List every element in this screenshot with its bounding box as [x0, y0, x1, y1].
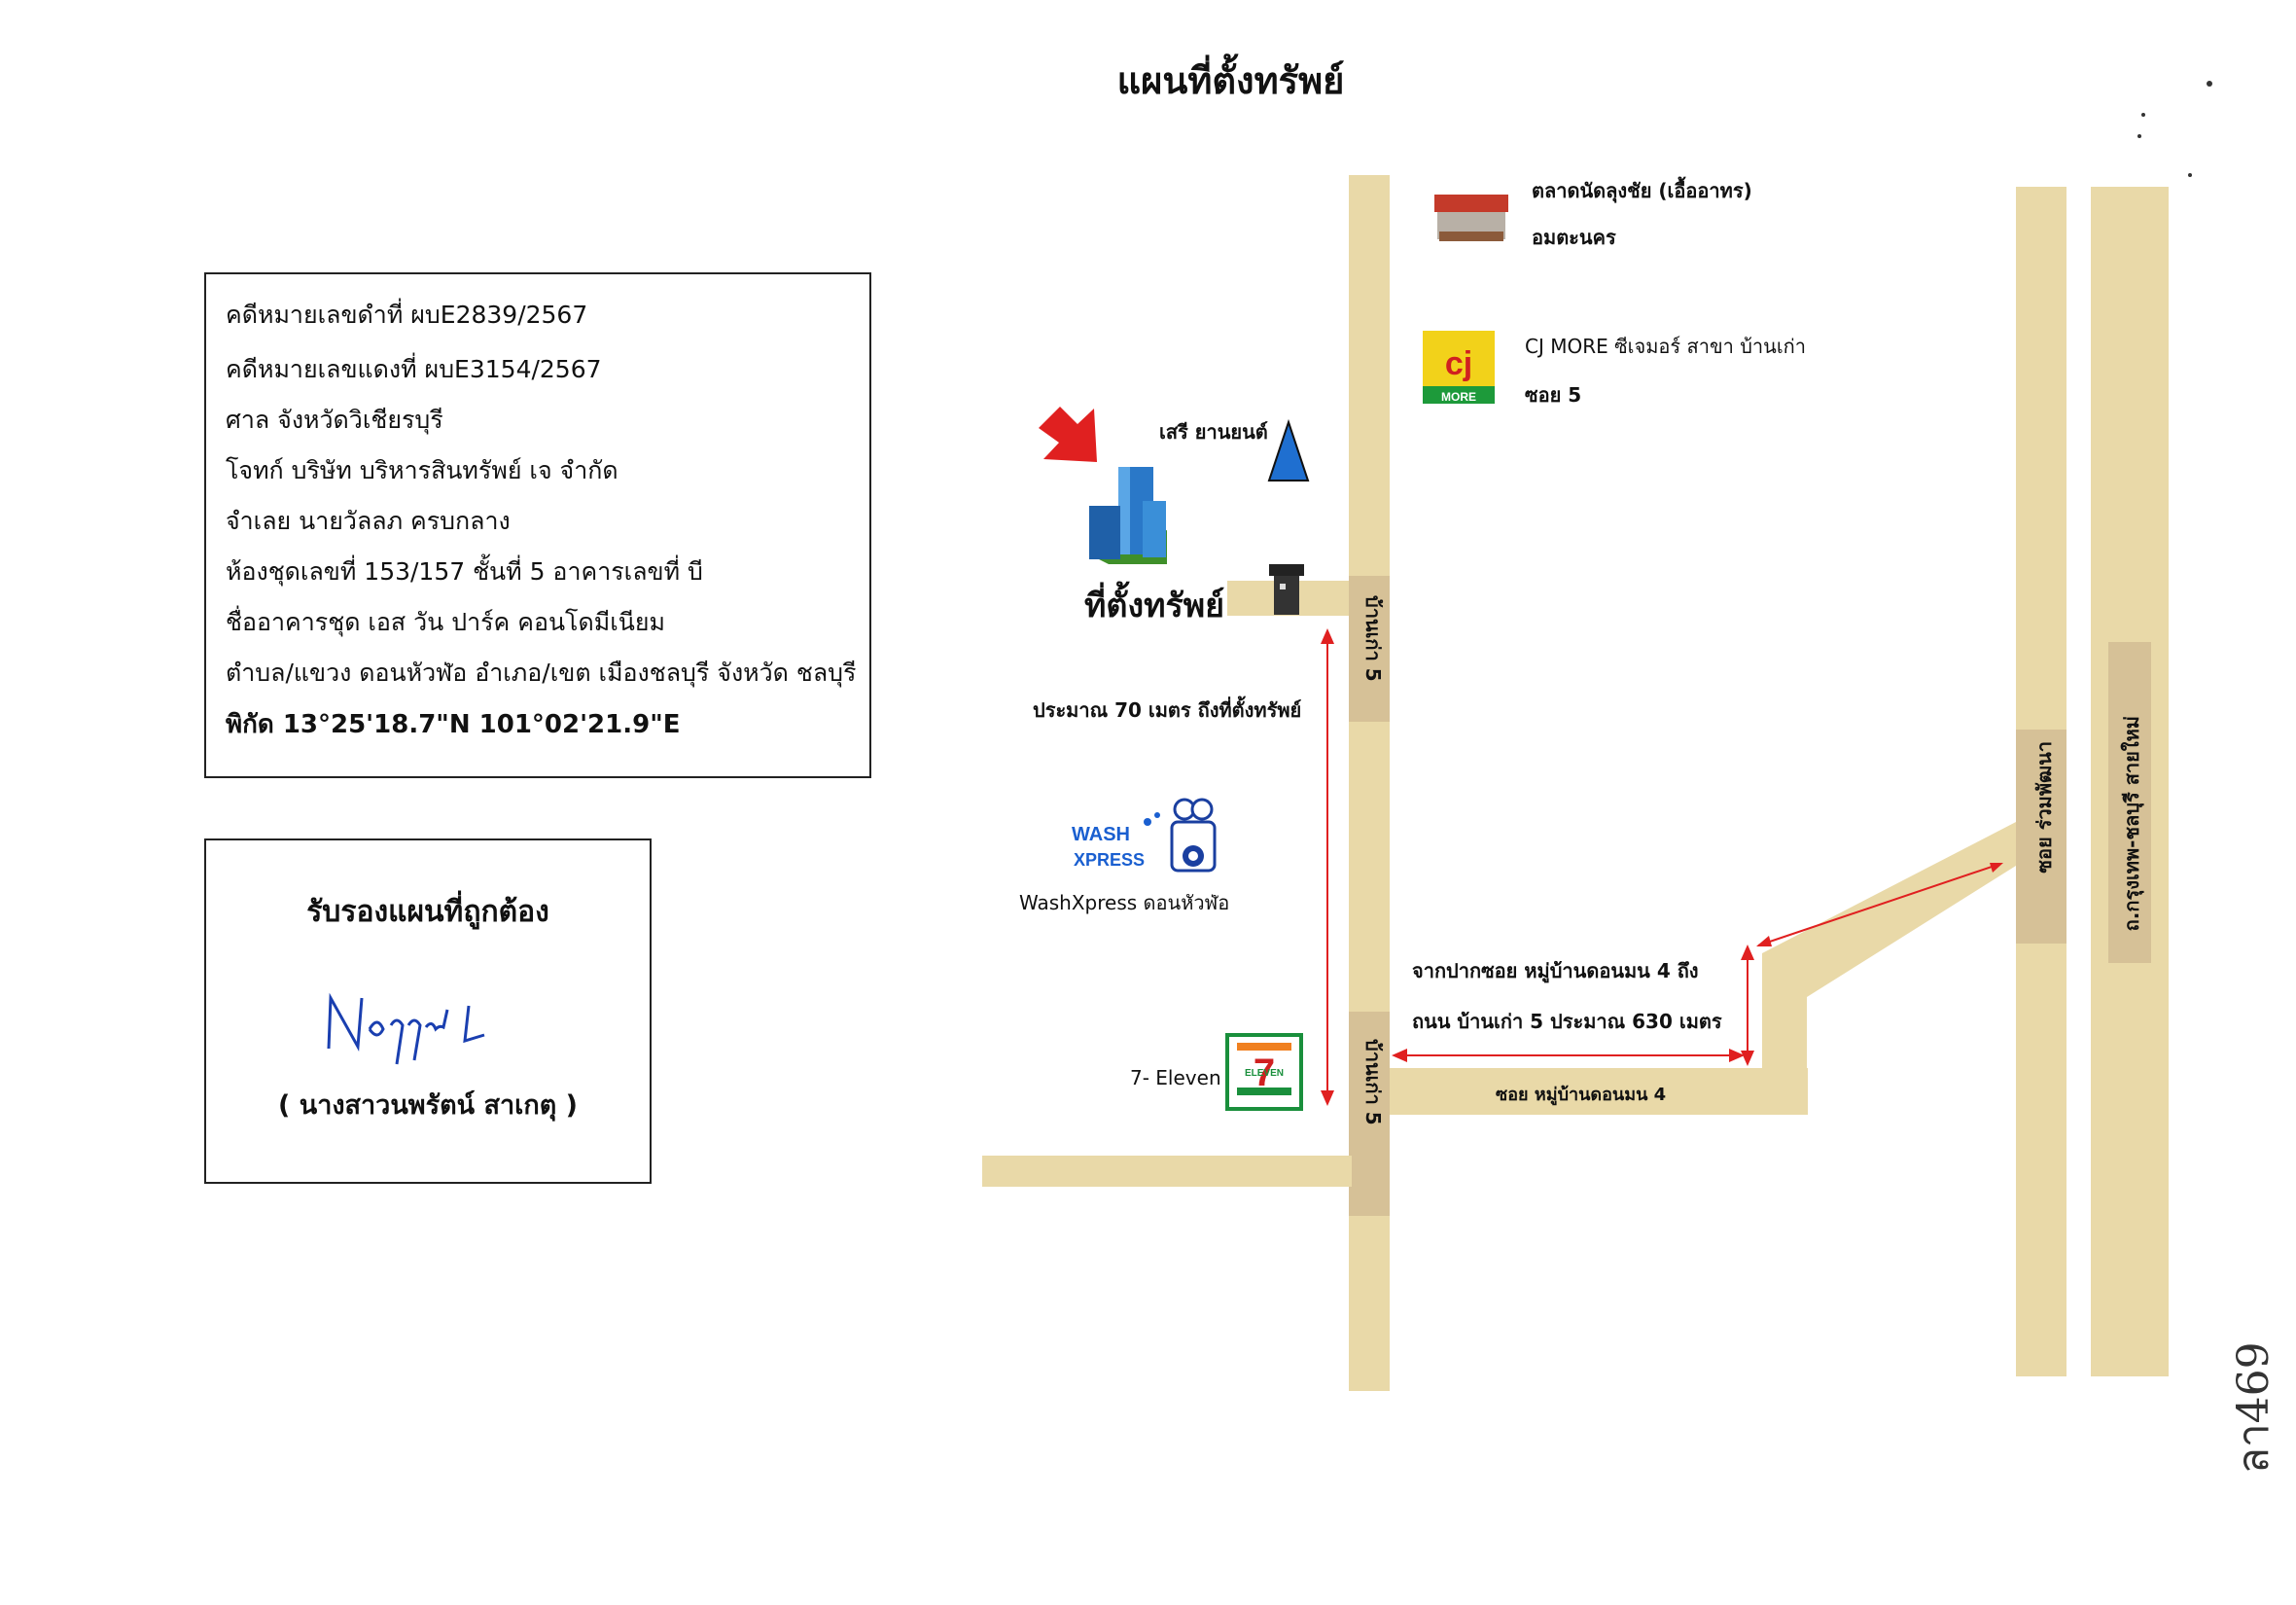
road-label-soi-ruam-phatthana: ซอย ร่วมพัฒนา — [2032, 741, 2056, 874]
address: ตำบล/แขวง ดอนหัวฬ่อ อำเภอ/เขต เมืองชลบุร… — [226, 659, 857, 687]
signature-icon — [327, 992, 485, 1065]
distance-70-arrowhead-top — [1321, 628, 1334, 644]
road-left-horizontal — [982, 1156, 1352, 1187]
condo-name: ชื่ออาคารชุด เอส วัน ปาร์ค คอนโดมีเนียม — [226, 608, 665, 636]
cj-more-label-2: ซอย 5 — [1525, 383, 1582, 407]
property-label: ที่ตั้งทรัพย์ — [1084, 587, 1225, 625]
certification-title: รับรองแผนที่ถูกต้อง — [306, 895, 549, 929]
certifier-name: ( นางสาวนพรัตน์ สาเกตุ ) — [278, 1090, 578, 1121]
property-pointer-icon — [1039, 407, 1097, 462]
property-gate-icon — [1269, 564, 1304, 615]
road-bangkok-chonburi-label-bg — [2108, 642, 2151, 963]
wash-logo-1: WASH — [1072, 824, 1130, 845]
road-ban-kao-5-label-bg-bottom — [1349, 1012, 1390, 1216]
red-case-number: คดีหมายเลขแดงที่ ผบE3154/2567 — [226, 355, 602, 383]
cj-logo-top: cj — [1445, 345, 1472, 382]
cj-logo-bottom: MORE — [1441, 390, 1476, 404]
plaintiff: โจทก์ บริษัท บริหารสินทรัพย์ เจ จำกัด — [226, 456, 618, 484]
road-ban-kao-5-label-bg-top — [1349, 576, 1390, 722]
cj-more-label-1: CJ MORE ซีเจมอร์ สาขา บ้านเก่า — [1525, 335, 1807, 358]
black-case-number: คดีหมายเลขดำที่ ผบE2839/2567 — [226, 301, 588, 329]
road-soi-don-mon-4 — [1390, 1068, 1808, 1115]
scan-dot — [2137, 134, 2141, 138]
seven-eleven-logo-icon: 7 ELEVEN — [1225, 1033, 1303, 1111]
distance-630-label-1: จากปากซอย หมู่บ้านดอนมน 4 ถึง — [1412, 959, 1699, 982]
distance-630-label-2: ถนน บ้านเก่า 5 ประมาณ 630 เมตร — [1412, 1010, 1722, 1033]
market-label-2: อมตะนคร — [1532, 226, 1616, 249]
road-label-bangkok-chonburi: ถ.กรุงเทพ-ชลบุรี สายใหม่ — [2120, 716, 2143, 932]
distance-70-arrowhead-bottom — [1321, 1090, 1334, 1106]
handwritten-stamp: ลา469 — [2229, 1341, 2278, 1474]
washxpress-label: WashXpress ดอนหัวฬ่อ — [1019, 891, 1230, 914]
scan-dot — [2141, 113, 2145, 117]
seven-eleven-label: 7- Eleven — [1130, 1066, 1221, 1089]
distance-70-label: ประมาณ 70 เมตร ถึงที่ตั้งทรัพย์ — [1033, 698, 1302, 722]
cj-more-logo-icon: cj MORE — [1423, 331, 1495, 404]
road-label-soi-don-mon-4: ซอย หมู่บ้านดอนมน 4 — [1496, 1085, 1667, 1105]
unit-number: ห้องชุดเลขที่ 153/157 ชั้นที่ 5 อาคารเลข… — [226, 557, 703, 586]
road-label-ban-kao-5-top: บ้านเก่า 5 — [1361, 595, 1385, 682]
washxpress-logo-icon: WASH XPRESS — [1072, 798, 1217, 873]
road-soi-ruam-label-bg — [2016, 730, 2066, 944]
seven-logo-text: ELEVEN — [1245, 1068, 1284, 1079]
defendant: จำเลย นายวัลลภ ครบกลาง — [226, 507, 511, 535]
road-soi-bend — [1762, 953, 1807, 1115]
seven-logo-num: 7 — [1254, 1052, 1275, 1094]
building-icon — [1089, 467, 1167, 564]
court: ศาล จังหวัดวิเชียรบุรี — [226, 406, 443, 434]
page-title: แผนที่ตั้งทรัพย์ — [1116, 59, 1345, 102]
wash-logo-2: XPRESS — [1074, 850, 1145, 870]
seri-yanyon-label: เสรี ยานยนต์ — [1159, 420, 1268, 444]
scan-dot — [2188, 173, 2192, 177]
certification-box: รับรองแผนที่ถูกต้อง ( นางสาวนพรัตน์ สาเก… — [204, 838, 652, 1184]
distance-630-arrow-d — [1757, 863, 2001, 946]
case-info-box: คดีหมายเลขดำที่ ผบE2839/2567 คดีหมายเลขแ… — [204, 272, 871, 778]
seri-yanyon-triangle-icon — [1267, 418, 1310, 482]
market-label-1: ตลาดนัดลุงชัย (เอื้ออาทร) — [1532, 179, 1752, 202]
gps-coordinates: พิกัด 13°25'18.7"N 101°02'21.9"E — [226, 710, 681, 739]
road-soi-diagonal — [1762, 822, 2016, 997]
road-label-ban-kao-5-bottom: บ้านเก่า 5 — [1361, 1039, 1385, 1125]
market-stall-icon — [1434, 195, 1508, 241]
scan-dot — [2207, 81, 2212, 87]
